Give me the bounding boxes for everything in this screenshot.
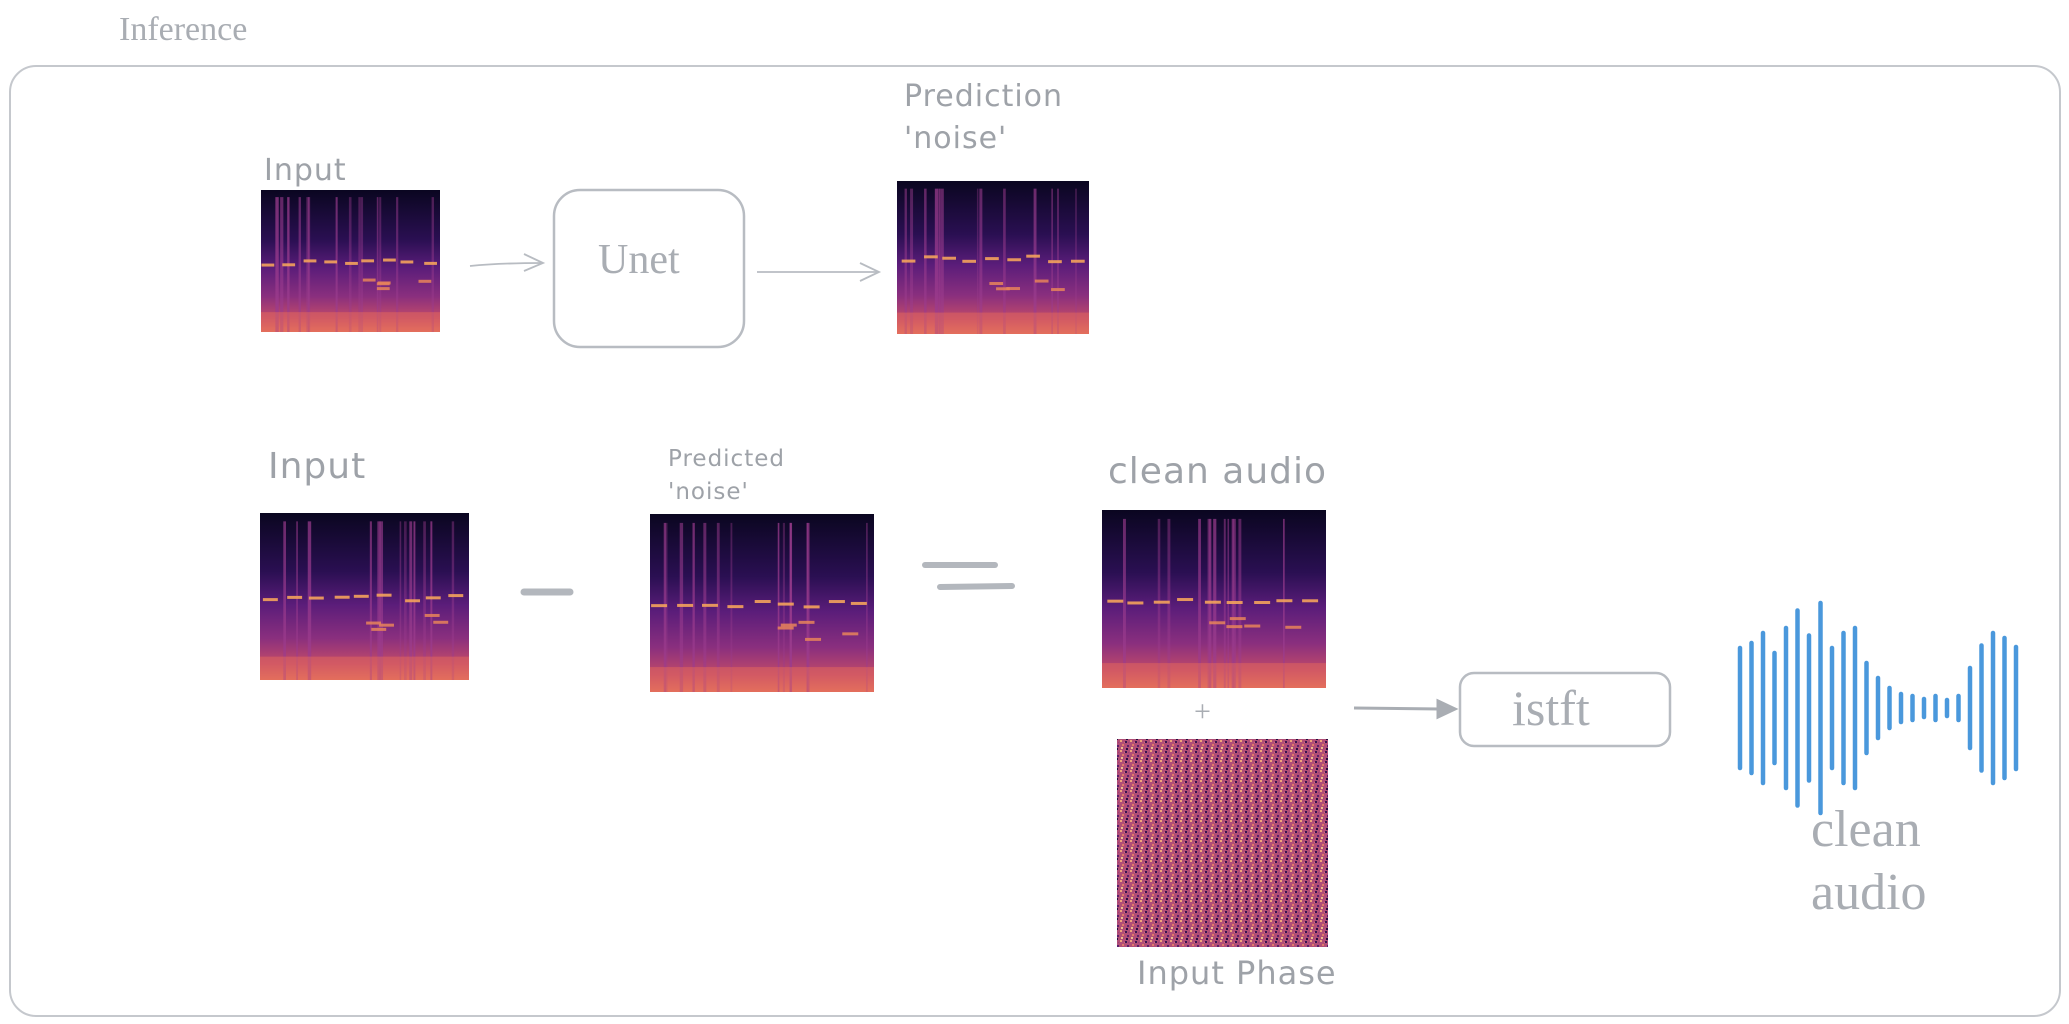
arrow-input-to-unet	[469, 253, 546, 272]
bottom-input-label: Input	[268, 446, 367, 487]
prediction-label-line1: Prediction	[904, 79, 1064, 114]
waveform-icon	[1737, 600, 2019, 816]
prediction-label-line2: 'noise'	[904, 121, 1008, 156]
prediction-spectrogram	[897, 181, 1089, 334]
output-label-line1: clean	[1811, 801, 1921, 858]
istft-box	[1458, 671, 1672, 748]
equals-sign	[922, 562, 1015, 590]
istft-label: istft	[1512, 680, 1590, 736]
bottom-input-spectrogram	[260, 513, 469, 680]
top-input-label: Input	[264, 153, 347, 188]
predicted-label-line1: Predicted	[668, 446, 785, 472]
top-input-spectrogram	[261, 190, 440, 332]
output-label-line2: audio	[1811, 864, 1927, 921]
unet-box	[552, 188, 746, 349]
input-phase-image	[1117, 739, 1328, 947]
input-phase-label: Input Phase	[1137, 954, 1337, 992]
predicted-noise-spectrogram	[650, 514, 874, 692]
predicted-label-line2: 'noise'	[668, 479, 749, 505]
page-title: Inference	[119, 11, 248, 48]
arrow-unet-to-prediction	[757, 262, 882, 282]
clean-audio-spectrogram	[1102, 510, 1326, 688]
unet-label: Unet	[598, 237, 680, 283]
inference-frame	[9, 65, 2061, 1017]
arrow-to-istft	[1353, 698, 1459, 720]
plus-symbol: +	[1194, 695, 1211, 728]
clean-audio-spectrogram-label: clean audio	[1108, 451, 1328, 492]
